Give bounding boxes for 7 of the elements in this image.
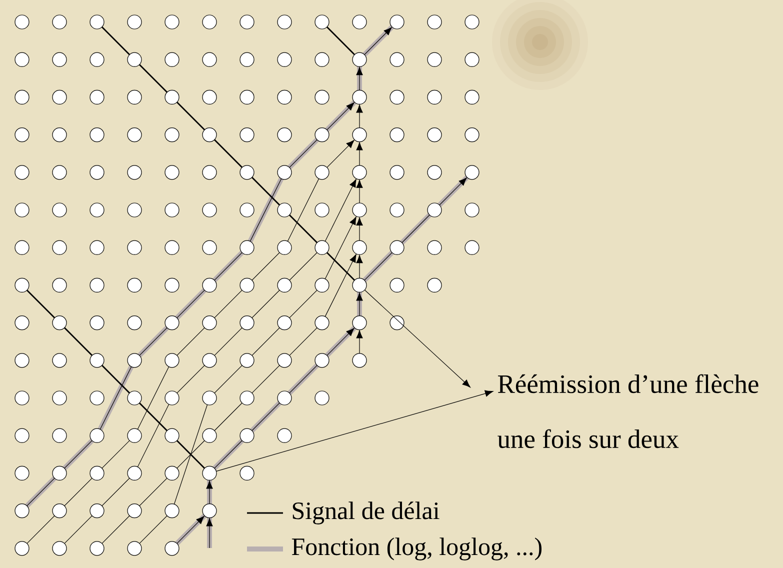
leader-arrow: [364, 290, 470, 388]
cell-circle: [352, 278, 367, 292]
legend-text: Fonction (log, loglog, ...): [292, 538, 542, 560]
cell-circle: [202, 466, 217, 480]
note-text: Réémission d’une flèche une fois sur deux: [498, 374, 758, 448]
legend-text: Signal de délai: [292, 502, 440, 524]
leader-arrow: [216, 390, 494, 472]
